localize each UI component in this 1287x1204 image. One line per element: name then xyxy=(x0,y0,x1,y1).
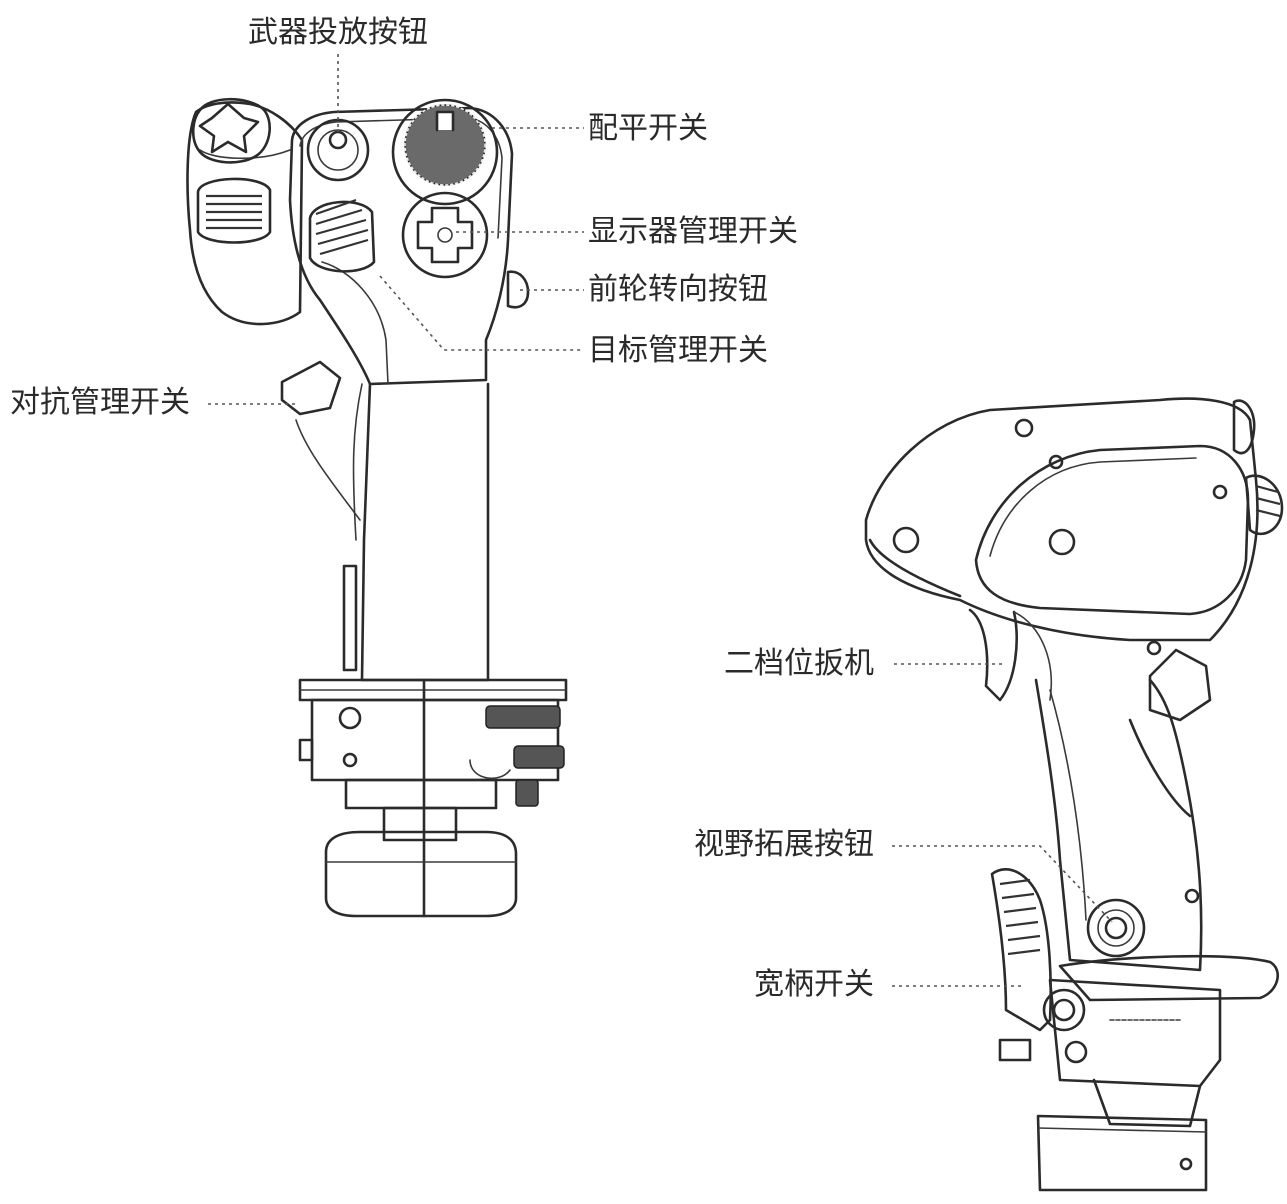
label-paddle-switch: 宽柄开关 xyxy=(754,967,874,1002)
joystick-front-view xyxy=(186,97,568,918)
label-trim-switch: 配平开关 xyxy=(588,111,708,146)
label-nosewheel-steering-button: 前轮转向按钮 xyxy=(588,272,768,307)
leader-lines xyxy=(208,54,1113,987)
joystick-side-view xyxy=(864,397,1284,1192)
label-second-detent-trigger: 二档位扳机 xyxy=(724,646,874,681)
label-weapon-release-button: 武器投放按钮 xyxy=(248,15,428,50)
label-display-management-switch: 显示器管理开关 xyxy=(588,214,798,249)
label-target-management-switch: 目标管理开关 xyxy=(588,333,768,368)
label-field-of-view-expand-button: 视野拓展按钮 xyxy=(694,827,874,862)
label-countermeasures-switch: 对抗管理开关 xyxy=(10,385,190,420)
